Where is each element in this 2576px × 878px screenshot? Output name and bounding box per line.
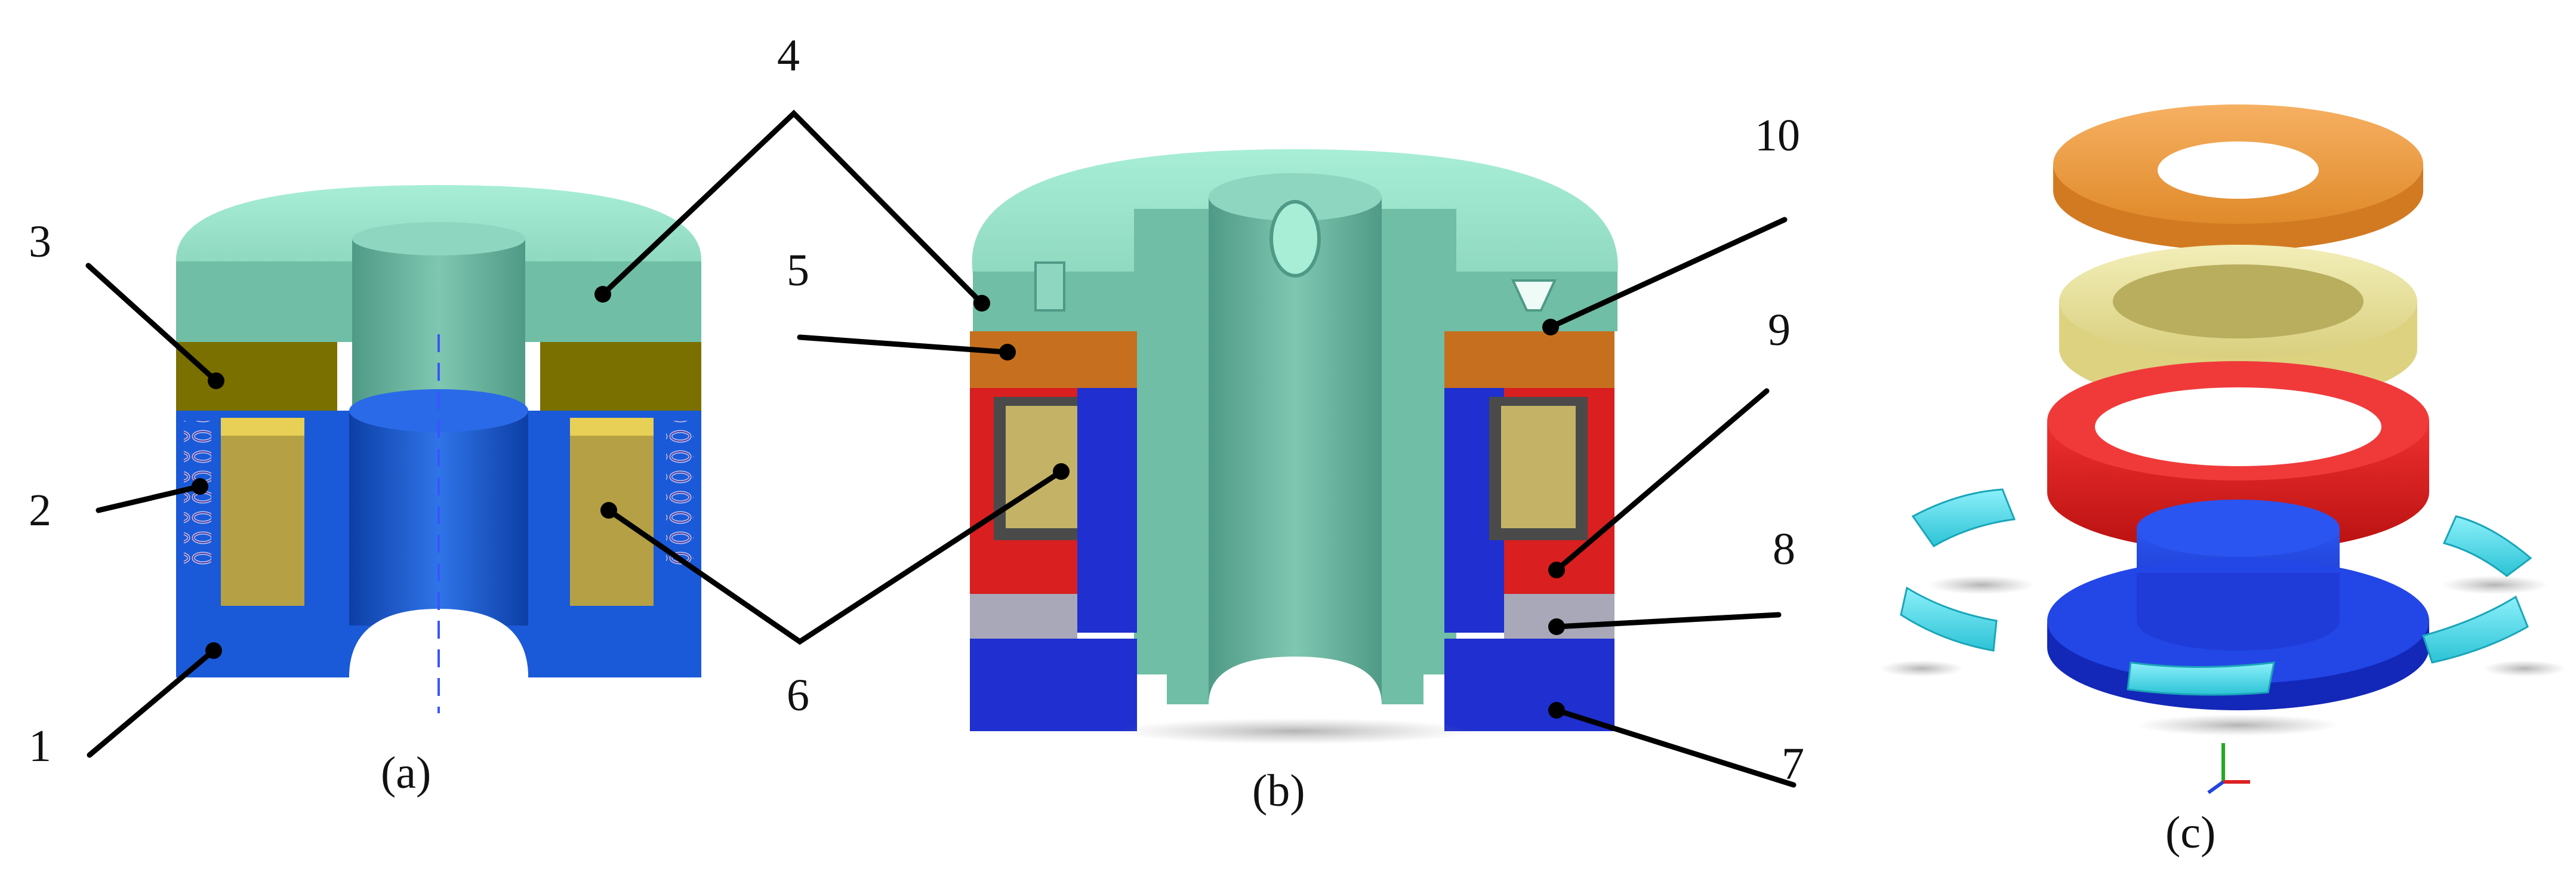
caption-c: (c) [2165,808,2216,858]
leader-lines [85,109,1797,788]
view-a [175,185,702,713]
callout-2: 2 [29,485,51,535]
callout-7: 7 [1782,739,1804,789]
view-b [970,149,1618,744]
shadow-pad-4 [2441,575,2549,594]
red-ring-hole [2095,387,2381,466]
blue-hub-top [2137,500,2340,557]
spring-left-a [184,421,211,570]
shadow-pad-1 [1880,660,1964,677]
blue-hub-lower [2137,573,2340,651]
leader-1 [87,648,217,758]
leader-2 [95,483,203,513]
callout-3: 3 [29,217,51,267]
leader-4-dot-a [594,286,611,303]
leader-5-dot [999,344,1016,361]
leader-6-dot-b [1053,463,1070,480]
callout-8: 8 [1773,524,1795,574]
callout-10: 10 [1755,110,1800,161]
blue-base-left-b [970,639,1137,731]
leader-10 [1548,217,1788,330]
yellow-ring-hole [2113,264,2364,338]
base-bore-rim-a [349,389,528,432]
hub-bore-bottom-b [1209,657,1382,704]
magnet-ring-right-a [540,342,701,411]
caption-b: (b) [1252,766,1305,816]
spring-right-a [666,421,694,570]
shadow-b [1116,718,1474,744]
captions: (a) (b) (c) [381,748,2216,858]
shadow-pad-2 [2483,660,2566,677]
shadow-c [2137,714,2340,736]
copper-plate-right-b [1444,331,1614,388]
top-plate-bore-rim-a [352,222,525,255]
coil-right-b [1501,406,1576,528]
callout-6: 6 [787,670,809,720]
leader-8-dot [1548,618,1565,635]
orange-disk-hole [2158,141,2319,199]
leader-2-dot [192,478,208,495]
leader-9 [1554,388,1770,573]
cyan-pad-right [2422,595,2529,664]
coil-right-top-a [570,418,654,436]
blue-base-right-b [1444,639,1614,731]
top-plate-bore-a [352,239,525,418]
view-c [1880,104,2566,794]
cyan-pad-left [1900,586,1998,652]
axis-triad-icon [2207,743,2250,794]
cyan-pad-right-top [2442,515,2532,577]
leader-3 [85,263,219,384]
coil-left-a [221,418,304,606]
callout-4: 4 [777,30,800,81]
callout-5: 5 [787,245,809,295]
leader-9-dot [1548,562,1565,578]
leader-1-dot [205,642,222,659]
cyan-pad-front [2127,661,2275,696]
hub-bore-rim-b [1209,173,1382,221]
leader-5 [797,334,1010,355]
callout-9: 9 [1768,305,1791,355]
shadow-pad-3 [1928,575,2035,594]
leader-8 [1554,612,1782,630]
leader-4-dot-b [973,295,990,312]
cyan-pad-left-top [1911,488,2016,547]
hub-bore-b [1209,197,1382,704]
hub-hole-b [1269,200,1321,278]
leader-6-dot-a [600,502,617,519]
leader-6 [606,469,1064,645]
callout-1: 1 [29,721,51,771]
base-bore-bottom-a [349,609,528,677]
screw-left-b [1034,261,1065,312]
leader-3-dot [208,372,224,389]
coil-left-top-a [221,418,304,436]
screw-right-b [1511,279,1557,312]
caption-a: (a) [381,748,431,798]
coil-left-b [1006,406,1080,528]
grey-ring-left-b [970,594,1077,639]
copper-plate-left-b [970,331,1137,388]
magnet-ring-left-a [176,342,337,411]
leader-7 [1554,707,1797,788]
blue-body-left-b [1077,388,1137,633]
leader-4 [600,109,985,306]
leader-7-dot [1548,702,1565,719]
callout-labels: 1 2 3 4 5 6 7 8 9 10 [29,30,1804,789]
leader-10-dot [1542,319,1559,335]
